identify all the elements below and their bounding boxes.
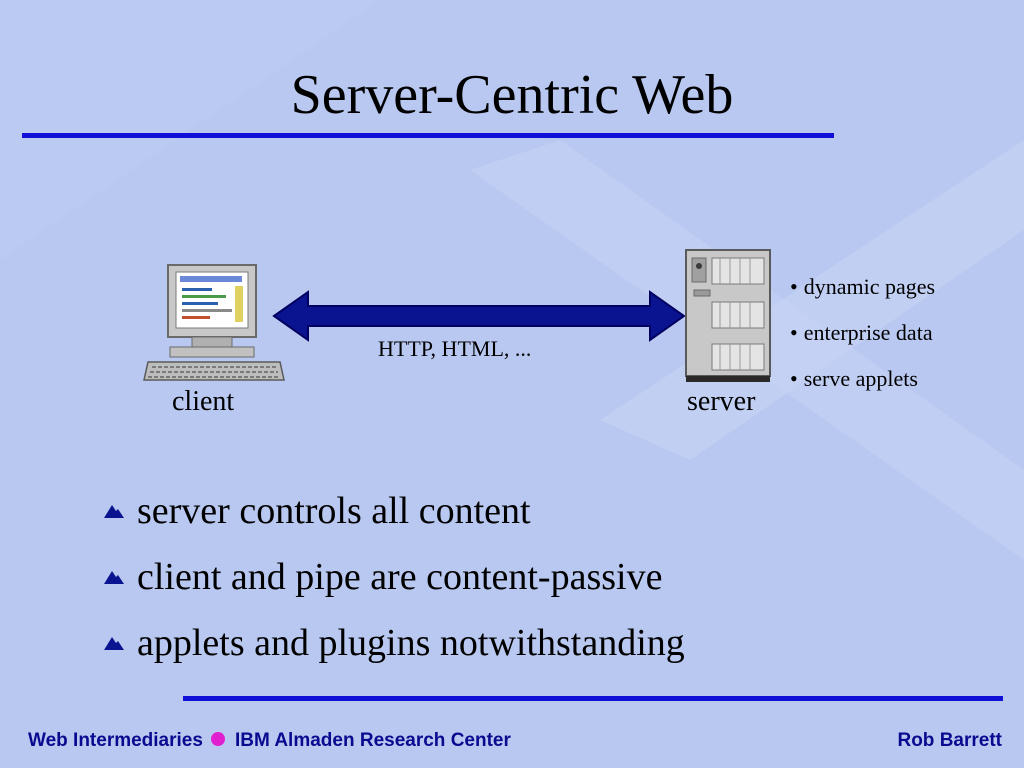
key-point-text: applets and plugins notwithstanding <box>137 622 685 664</box>
key-point-item: server controls all content <box>103 478 685 544</box>
server-note-item: •serve applets <box>790 356 935 402</box>
footer-organization: IBM Almaden Research Center <box>234 730 511 751</box>
note-bullet: • <box>790 320 798 345</box>
key-point-text: server controls all content <box>137 490 531 532</box>
server-note-item: •enterprise data <box>790 310 935 356</box>
key-point-item: applets and plugins notwithstanding <box>103 610 685 676</box>
footer-separator-dot-icon <box>210 732 225 746</box>
server-tower-icon <box>685 249 771 382</box>
connection-double-arrow <box>272 290 686 342</box>
client-computer-icon <box>143 264 285 381</box>
mountain-bullet-icon <box>104 637 124 650</box>
key-points-list: server controls all content client and p… <box>103 478 685 676</box>
mountain-bullet-icon <box>104 505 124 518</box>
footer-rule <box>183 696 1003 701</box>
key-point-text: client and pipe are content-passive <box>137 556 663 598</box>
slide-title: Server-Centric Web <box>290 64 734 126</box>
server-label: server <box>687 386 756 417</box>
server-note-text: dynamic pages <box>803 274 936 299</box>
footer-left: Web Intermediaries IBM Almaden Research … <box>28 730 511 752</box>
connection-label: HTTP, HTML, ... <box>378 336 532 361</box>
note-bullet: • <box>790 274 798 299</box>
title-underline <box>22 133 834 138</box>
key-point-item: client and pipe are content-passive <box>103 544 685 610</box>
server-note-text: serve applets <box>803 366 918 391</box>
server-note-item: •dynamic pages <box>790 264 935 310</box>
server-notes-list: •dynamic pages •enterprise data •serve a… <box>790 264 935 402</box>
footer-author: Rob Barrett <box>897 730 1002 751</box>
mountain-bullet-icon <box>104 571 124 584</box>
note-bullet: • <box>790 366 798 391</box>
footer-project: Web Intermediaries <box>28 730 203 751</box>
server-note-text: enterprise data <box>803 320 933 345</box>
client-label: client <box>172 386 235 417</box>
